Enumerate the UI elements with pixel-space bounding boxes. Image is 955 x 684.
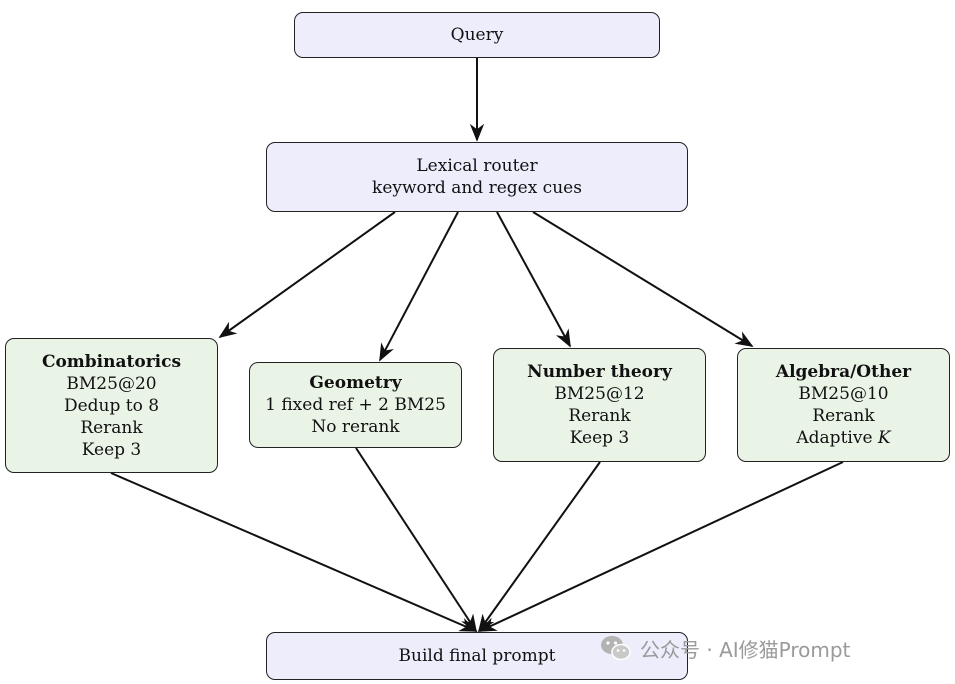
algebra-other-step: Adaptive K <box>796 427 890 449</box>
number-theory-node: Number theory BM25@12 Rerank Keep 3 <box>493 348 706 462</box>
edge-combinatorics-final <box>110 472 478 632</box>
query-node: Query <box>294 12 660 58</box>
edge-geometry-final <box>355 447 477 633</box>
edge-router-geometry <box>379 211 459 362</box>
edge-number-theory-final <box>477 461 601 633</box>
adaptive-label: Adaptive <box>796 428 878 448</box>
geometry-node: Geometry 1 fixed ref + 2 BM25 No rerank <box>249 362 462 448</box>
combinatorics-step: Keep 3 <box>81 439 142 460</box>
watermark: 公众号 · AI修猫Prompt <box>600 632 850 664</box>
algebra-other-step: Rerank <box>812 406 875 426</box>
number-theory-title: Number theory <box>527 362 672 382</box>
number-theory-step: BM25@12 <box>554 384 645 404</box>
wechat-icon <box>601 636 631 661</box>
lexical-router-node: Lexical router keyword and regex cues <box>266 142 688 212</box>
router-title: Lexical router <box>416 156 538 176</box>
final-label: Build final prompt <box>398 646 556 666</box>
geometry-step: No rerank <box>311 417 400 437</box>
combinatorics-step: BM25@20 <box>66 373 157 394</box>
number-theory-step: Rerank <box>568 406 631 426</box>
edge-algebra-final <box>478 461 844 632</box>
query-label: Query <box>450 25 504 45</box>
geometry-step: 1 fixed ref + 2 BM25 <box>265 395 446 415</box>
edge-router-algebra <box>532 211 754 347</box>
edge-router-combinatorics <box>218 211 396 339</box>
edge-router-number-theory <box>496 211 571 348</box>
combinatorics-node: Combinatorics BM25@20 Dedup to 8 Rerank … <box>5 338 218 473</box>
combinatorics-title: Combinatorics <box>41 351 182 372</box>
number-theory-step: Keep 3 <box>569 428 630 448</box>
algebra-other-node: Algebra/Other BM25@10 Rerank Adaptive K <box>737 348 950 462</box>
algebra-other-title: Algebra/Other <box>775 362 912 382</box>
algebra-other-step: BM25@10 <box>798 384 889 404</box>
router-subtitle: keyword and regex cues <box>372 178 582 198</box>
geometry-title: Geometry <box>309 373 402 393</box>
combinatorics-step: Dedup to 8 <box>63 395 160 416</box>
watermark-text: 公众号 · AI修猫Prompt <box>640 637 851 662</box>
k-variable: K <box>877 428 891 448</box>
combinatorics-step: Rerank <box>80 417 143 438</box>
